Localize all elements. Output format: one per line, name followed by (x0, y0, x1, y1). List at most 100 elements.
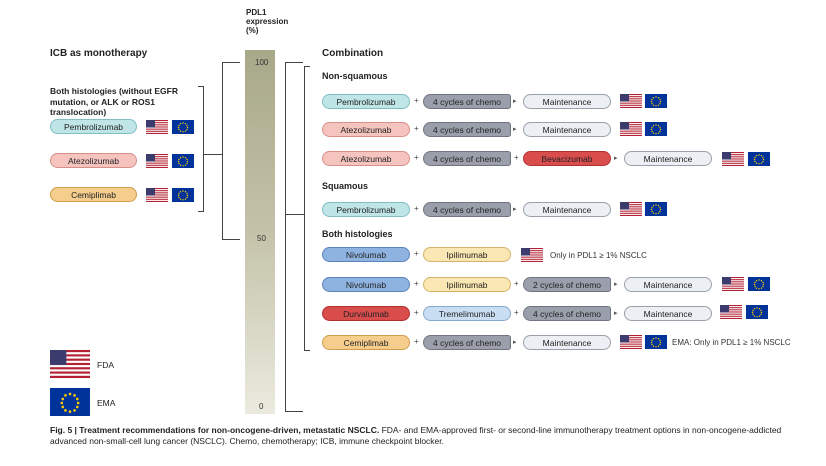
both4-maint-pill: Maintenance (523, 335, 611, 350)
monotherapy-bracket (203, 86, 204, 212)
monotherapy-range-bottom (222, 239, 240, 240)
us-flag-icon (620, 335, 642, 349)
figure-caption: Fig. 5 | Treatment recommendations for n… (50, 425, 810, 447)
monotherapy-subtitle-line1: Both histologies (without EGFR (50, 86, 178, 96)
us-flag-icon (720, 305, 742, 319)
mono-cemiplimab-pill: Cemiplimab (50, 187, 137, 202)
arrow-icon: ▸ (614, 281, 618, 288)
legend-eu-flag-icon (50, 388, 90, 416)
both3-drug-pill: Durvalumab (322, 306, 410, 321)
monotherapy-subtitle-line2: mutation, or ALK or ROS1 (50, 96, 155, 107)
nsq2-drug-pill: Atezolizumab (322, 122, 410, 137)
nsq1-maint-pill: Maintenance (523, 94, 611, 109)
monotherapy-connector (204, 154, 222, 155)
nsq3-chemo-pill: 4 cycles of chemo (423, 151, 511, 166)
arrow-icon: ▸ (614, 155, 618, 162)
mono-pembrolizumab-pill: Pembrolizumab (50, 119, 137, 134)
monotherapy-subtitle: Both histologies (without EGFR mutation,… (50, 86, 220, 118)
plus-sign: + (414, 124, 419, 133)
legend-ema-label: EMA (97, 398, 116, 408)
nsq3-drug-pill: Atezolizumab (322, 151, 410, 166)
arrow-icon: ▸ (614, 310, 618, 317)
eu-flag-icon (172, 154, 194, 168)
plus-sign: + (414, 308, 419, 317)
combination-range-line (285, 62, 286, 412)
combination-title: Combination (322, 48, 384, 59)
plus-sign: + (514, 279, 519, 288)
both4-chemo-pill: 4 cycles of chemo (423, 335, 511, 350)
eu-flag-icon (645, 335, 667, 349)
combination-connector (286, 214, 304, 215)
sq1-chemo-pill: 4 cycles of chemo (423, 202, 511, 217)
us-flag-icon (620, 122, 642, 136)
pdl1-tick-50: 50 (257, 234, 266, 243)
both1-note: Only in PDL1 ≥ 1% NSCLC (550, 251, 647, 260)
us-flag-icon (146, 120, 168, 134)
monotherapy-bracket-bottom (198, 211, 204, 212)
nsq3-maint-pill: Maintenance (624, 151, 712, 166)
arrow-icon: ▸ (513, 339, 517, 346)
both2-chemo-pill: 2 cycles of chemo (523, 277, 611, 292)
nsq2-maint-pill: Maintenance (523, 122, 611, 137)
pdl1-label-line3: (%) (246, 26, 259, 35)
both2-partner-pill: Ipilimumab (423, 277, 511, 292)
monotherapy-title: ICB as monotherapy (50, 48, 148, 59)
eu-flag-icon (172, 188, 194, 202)
plus-sign: + (414, 96, 419, 105)
both1-drug-pill: Nivolumab (322, 247, 410, 262)
plus-sign: + (514, 153, 519, 162)
pdl1-label-line1: PDL1 (246, 8, 267, 17)
combination-bracket-bottom (304, 350, 310, 351)
both2-drug-pill: Nivolumab (322, 277, 410, 292)
eu-flag-icon (746, 305, 768, 319)
monotherapy-range-top (222, 62, 240, 63)
eu-flag-icon (645, 202, 667, 216)
squamous-title: Squamous (322, 181, 369, 191)
plus-sign: + (414, 204, 419, 213)
arrow-icon: ▸ (513, 98, 517, 105)
both2-maint-pill: Maintenance (624, 277, 712, 292)
us-flag-icon (146, 188, 168, 202)
us-flag-icon (620, 94, 642, 108)
combination-bracket-top (304, 66, 310, 67)
sq1-drug-pill: Pembrolizumab (322, 202, 410, 217)
both3-chemo-pill: 4 cycles of chemo (523, 306, 611, 321)
eu-flag-icon (645, 122, 667, 136)
plus-sign: + (414, 337, 419, 346)
nsq1-chemo-pill: 4 cycles of chemo (423, 94, 511, 109)
both-histologies-title: Both histologies (322, 229, 393, 239)
monotherapy-range-line (222, 62, 223, 240)
caption-bold: Fig. 5 | Treatment recommendations for n… (50, 425, 380, 435)
eu-flag-icon (748, 277, 770, 291)
plus-sign: + (414, 279, 419, 288)
pdl1-tick-0: 0 (259, 402, 264, 411)
monotherapy-subtitle-line3: translocation) (50, 107, 107, 117)
pdl1-gradient-bar (245, 50, 275, 414)
both1-partner-pill: Ipilimumab (423, 247, 511, 262)
combination-range-bottom (285, 411, 303, 412)
pdl1-label-line2: expression (246, 17, 289, 26)
both4-drug-pill: Cemiplimab (322, 335, 410, 350)
plus-sign: + (414, 249, 419, 258)
eu-flag-icon (172, 120, 194, 134)
us-flag-icon (620, 202, 642, 216)
legend-us-flag-icon (50, 350, 90, 378)
eu-flag-icon (748, 152, 770, 166)
nsq2-chemo-pill: 4 cycles of chemo (423, 122, 511, 137)
both3-maint-pill: Maintenance (624, 306, 712, 321)
monotherapy-bracket-top (198, 86, 204, 87)
combination-range-top (285, 62, 303, 63)
plus-sign: + (514, 308, 519, 317)
us-flag-icon (722, 277, 744, 291)
eu-flag-icon (645, 94, 667, 108)
pdl1-tick-100: 100 (255, 58, 269, 67)
caption-text: FDA- and EMA-approved first- or second-l… (50, 425, 782, 446)
both4-note: EMA: Only in PDL1 ≥ 1% NSCLC (672, 338, 791, 347)
pdl1-axis-label: PDL1 expression (%) (246, 8, 288, 35)
nonsquamous-title: Non-squamous (322, 71, 388, 81)
nsq1-drug-pill: Pembrolizumab (322, 94, 410, 109)
nsq3-bevacizumab-pill: Bevacizumab (523, 151, 611, 166)
us-flag-icon (722, 152, 744, 166)
sq1-maint-pill: Maintenance (523, 202, 611, 217)
both3-partner-pill: Tremelimumab (423, 306, 511, 321)
